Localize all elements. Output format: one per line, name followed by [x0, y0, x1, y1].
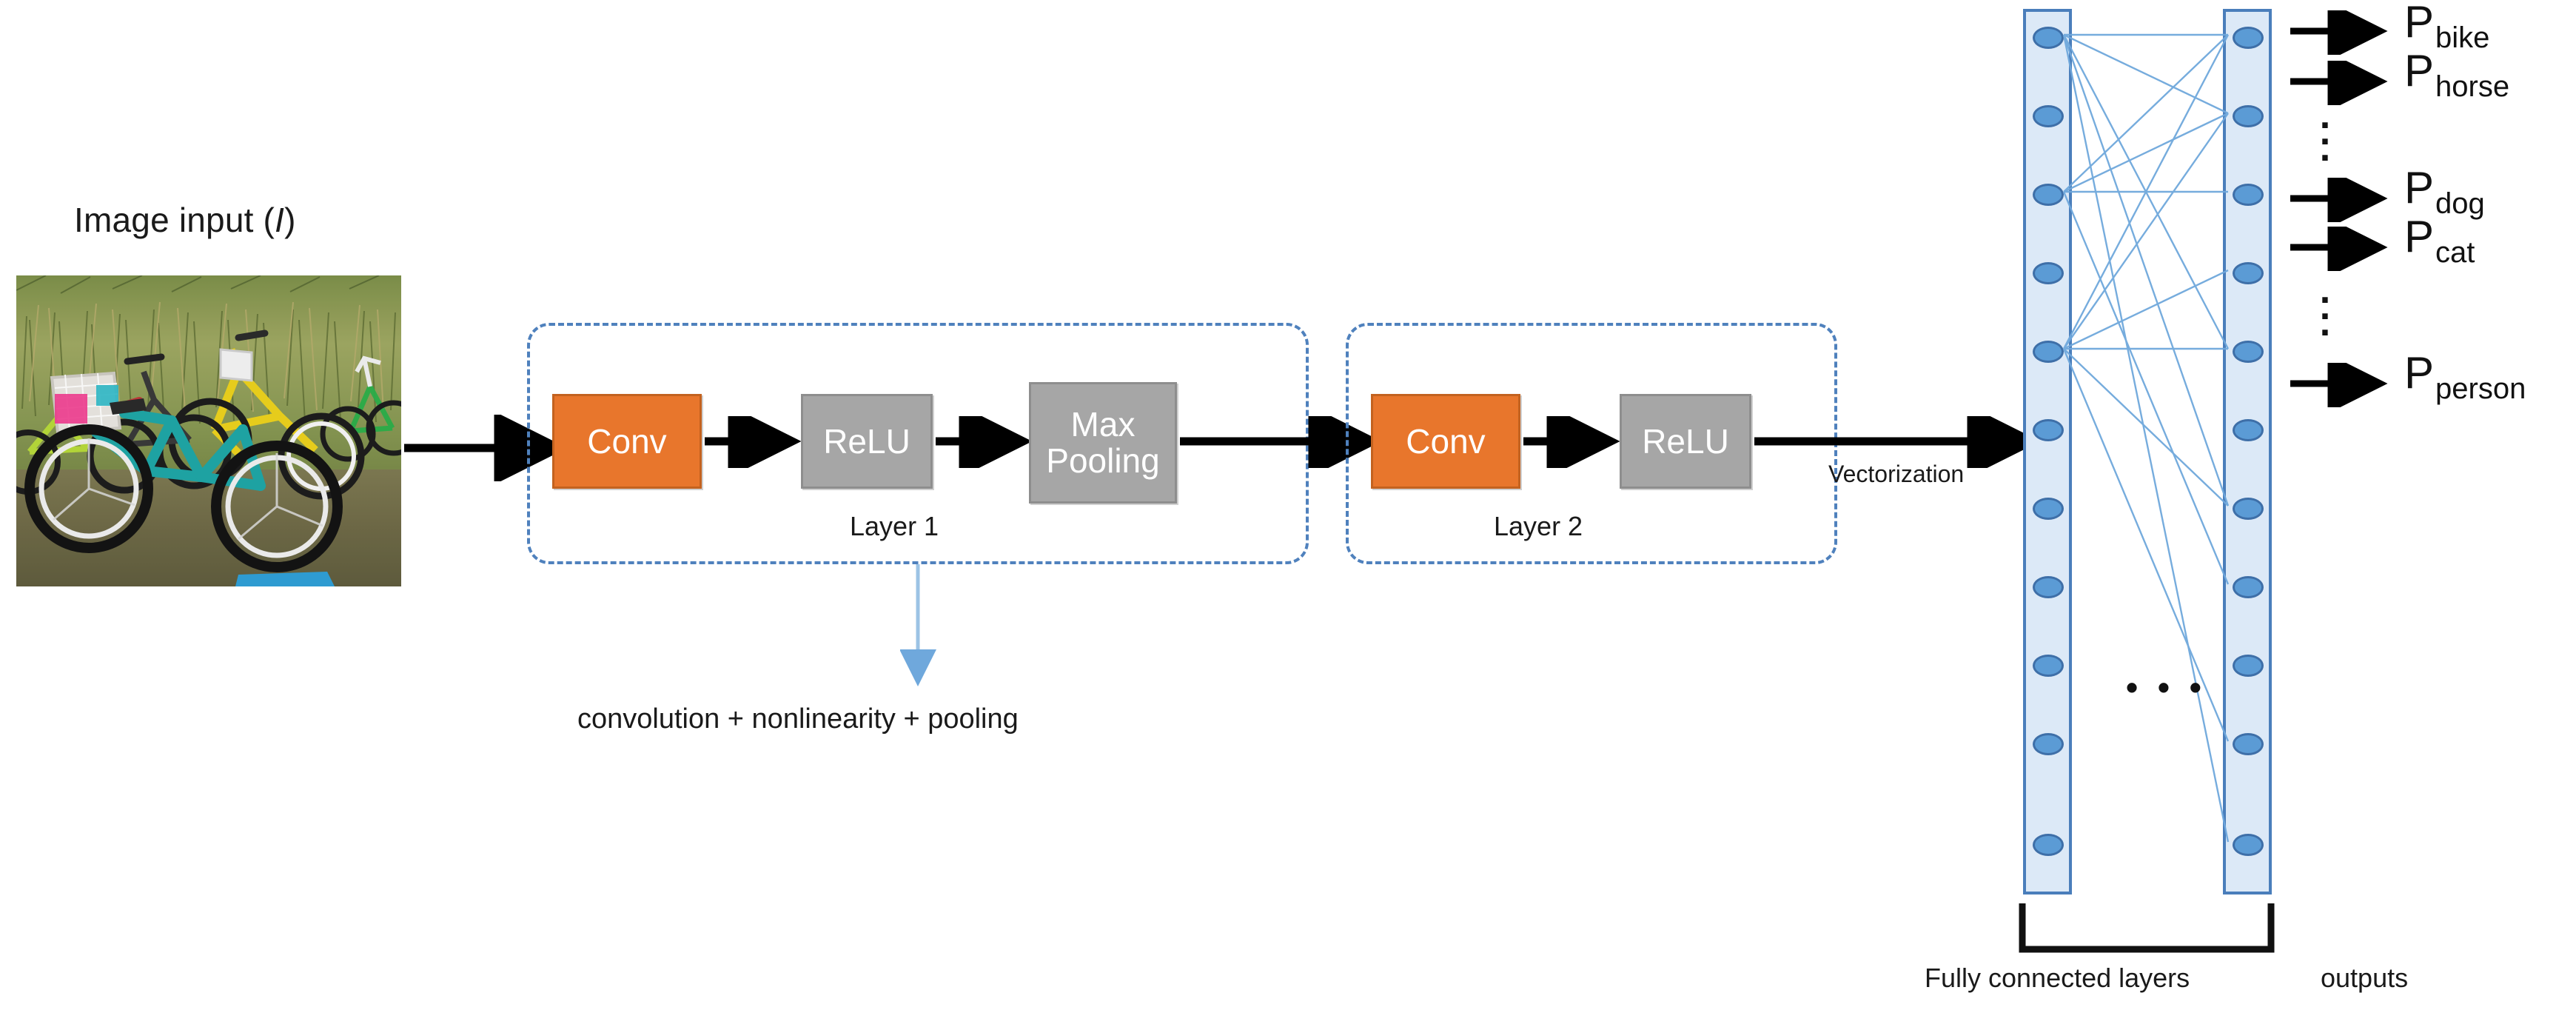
fc-node-left-8: [2033, 576, 2064, 598]
fc-node-right-10: [2233, 733, 2264, 755]
fc-node-left-9: [2033, 655, 2064, 677]
layer1-maxpooling-block[interactable]: Max Pooling: [1029, 382, 1177, 504]
outputs-label: outputs: [2321, 963, 2409, 993]
fc-horizontal-ellipsis: • • •: [2126, 668, 2207, 706]
input-title-text: Image input (: [74, 201, 275, 239]
input-title: Image input (I): [74, 200, 296, 240]
fc-node-left-7: [2033, 498, 2064, 520]
fc-node-left-2: [2033, 105, 2064, 127]
output-label-horse: Phorse: [2404, 46, 2509, 102]
fc-node-left-11: [2033, 834, 2064, 856]
output-symbol-person: P: [2404, 348, 2435, 398]
fc-node-left-10: [2033, 733, 2064, 755]
input-title-paren: ): [284, 201, 296, 239]
fc-node-right-7: [2233, 498, 2264, 520]
fully-connected-layers-label: Fully connected layers: [1925, 963, 2190, 993]
output-label-dog: Pdog: [2404, 163, 2485, 219]
fc-node-right-11: [2233, 834, 2264, 856]
arrow-output-person: [2290, 363, 2388, 407]
arrow-output-horse: [2290, 61, 2388, 105]
layer1-relu-label: ReLU: [823, 421, 910, 461]
output-symbol-dog: P: [2404, 163, 2435, 213]
output-subscript-horse: horse: [2435, 70, 2510, 103]
fc-node-right-2: [2233, 105, 2264, 127]
layer1-conv-label: Conv: [587, 421, 667, 461]
arrow-output-dog: [2290, 178, 2388, 222]
layer-2-label: Layer 2: [1494, 511, 1583, 541]
layer-1-label: Layer 1: [850, 511, 939, 541]
output-subscript-cat: cat: [2435, 236, 2475, 269]
layer1-conv-block[interactable]: Conv: [552, 394, 702, 489]
fc-bracket: [2019, 903, 2275, 953]
input-title-variable: I: [275, 201, 285, 239]
fc-node-right-1: [2233, 27, 2264, 49]
pooling-annotation-note: convolution + nonlinearity + pooling: [577, 703, 1019, 735]
fc-connection-lines: [2062, 33, 2230, 843]
arrow-output-cat: [2290, 227, 2388, 271]
output-symbol-horse: P: [2404, 46, 2435, 96]
pooling-annotation-arrow: [900, 564, 936, 686]
fc-node-right-5: [2233, 341, 2264, 363]
output-symbol-bike: P: [2404, 0, 2435, 47]
layer1-relu-block[interactable]: ReLU: [801, 394, 933, 489]
output-label-cat: Pcat: [2404, 212, 2475, 268]
fc-column-right: [2223, 9, 2272, 894]
output-subscript-bike: bike: [2435, 21, 2490, 54]
output-subscript-dog: dog: [2435, 187, 2485, 220]
output-label-bike: Pbike: [2404, 0, 2489, 53]
fc-node-right-4: [2233, 262, 2264, 284]
fc-node-left-5: [2033, 341, 2064, 363]
layer1-maxpooling-label-line1: Max: [1070, 405, 1136, 444]
output-symbol-cat: P: [2404, 212, 2435, 261]
fc-node-left-1: [2033, 27, 2064, 49]
layer2-relu-block[interactable]: ReLU: [1620, 394, 1751, 489]
layer2-conv-block[interactable]: Conv: [1371, 394, 1520, 489]
layer2-conv-label: Conv: [1406, 421, 1486, 461]
vectorization-label: Vectorization: [1828, 461, 1965, 487]
fc-node-right-9: [2233, 655, 2264, 677]
arrow-output-bike: [2290, 10, 2388, 55]
fc-node-left-4: [2033, 262, 2064, 284]
output-vertical-ellipsis-bottom: ...: [2319, 269, 2331, 344]
fc-node-right-3: [2233, 184, 2264, 206]
output-label-person: Pperson: [2404, 348, 2526, 404]
fc-node-right-8: [2233, 576, 2264, 598]
fc-node-right-6: [2233, 419, 2264, 441]
fc-node-left-6: [2033, 419, 2064, 441]
output-vertical-ellipsis-top: ...: [2319, 94, 2331, 170]
fc-node-left-3: [2033, 184, 2064, 206]
output-subscript-person: person: [2435, 372, 2526, 405]
layer2-relu-label: ReLU: [1642, 421, 1729, 461]
input-image-photo: [16, 275, 401, 586]
fc-column-left: [2023, 9, 2072, 894]
layer1-maxpooling-label-line2: Pooling: [1046, 441, 1160, 480]
